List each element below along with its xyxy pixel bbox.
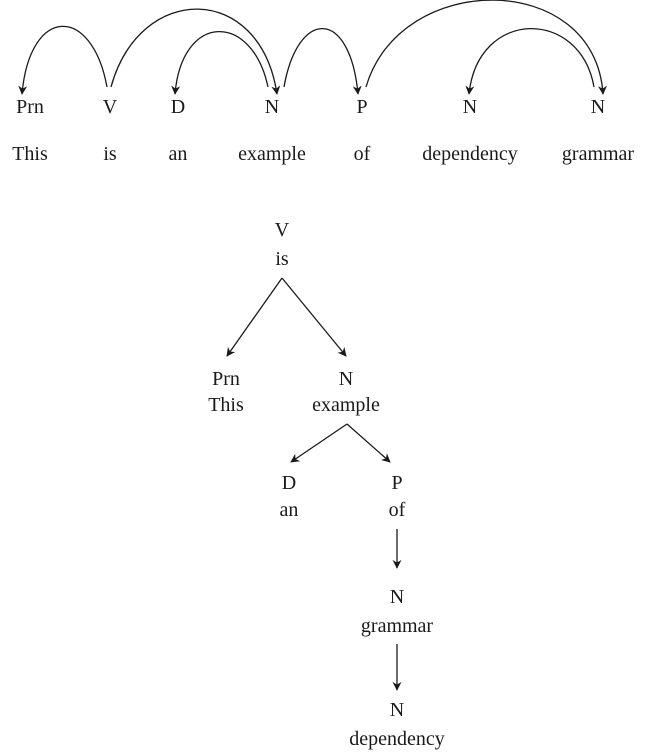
tree-edge-example-to-of — [346, 423, 391, 463]
tree-node-an: Dan — [280, 472, 299, 521]
tree-node-pos-an: D — [282, 472, 296, 494]
tree-edge-is-to-this — [226, 277, 283, 357]
word-1: is — [103, 143, 117, 165]
tree-node-pos-this: Prn — [212, 368, 240, 390]
dependency-arc-6-to-5 — [465, 28, 595, 95]
dependency-arc-4-to-6 — [365, 0, 607, 95]
tree-node-pos-dependency: N — [390, 699, 404, 721]
tree-node-is: Vis — [275, 219, 290, 270]
tree-node-word-dependency: dependency — [349, 728, 445, 750]
tree-edges — [226, 277, 402, 691]
tree-edge-is-to-example — [281, 277, 347, 357]
tree-node-word-grammar: grammar — [361, 615, 434, 637]
pos-tag-3: N — [265, 96, 279, 118]
tree-edge-example-to-an — [290, 423, 348, 463]
dependency-tree: VisPrnThisNexampleDanPofNgrammarNdepende… — [208, 219, 445, 750]
dependency-arc-1-to-0 — [18, 25, 108, 95]
word-2: an — [169, 143, 188, 165]
pos-tag-1: V — [103, 96, 118, 118]
tree-node-pos-example: N — [339, 368, 353, 390]
linear-arcs — [18, 0, 607, 95]
word-0: This — [12, 143, 48, 165]
word-4: of — [354, 143, 371, 165]
dependency-arc-3-to-4 — [283, 28, 362, 95]
tree-node-pos-is: V — [275, 219, 290, 241]
linear-pos-row: Prn V D N P N N — [16, 96, 605, 118]
dependency-arc-1-to-3 — [110, 8, 281, 95]
tree-node-word-of: of — [389, 499, 406, 521]
word-3: example — [238, 143, 306, 165]
pos-tag-2: D — [171, 96, 185, 118]
pos-tag-4: P — [356, 96, 367, 118]
word-6: grammar — [562, 143, 635, 165]
tree-node-pos-grammar: N — [390, 586, 404, 608]
pos-tag-5: N — [463, 96, 477, 118]
pos-tag-0: Prn — [16, 96, 44, 118]
linear-word-row: This is an example of dependency grammar — [12, 143, 634, 165]
tree-node-of: Pof — [389, 472, 406, 521]
tree-node-word-an: an — [280, 499, 299, 521]
linear-dependency-diagram: Prn V D N P N N This is an example of dependency gra… — [12, 0, 634, 165]
tree-nodes: VisPrnThisNexampleDanPofNgrammarNdepende… — [208, 219, 445, 750]
dependency-arc-3-to-2 — [171, 30, 269, 95]
tree-node-pos-of: P — [391, 472, 402, 494]
word-5: dependency — [422, 143, 518, 165]
tree-node-word-this: This — [208, 394, 244, 416]
tree-node-word-is: is — [275, 248, 289, 270]
tree-node-word-example: example — [312, 394, 380, 416]
pos-tag-6: N — [591, 96, 605, 118]
